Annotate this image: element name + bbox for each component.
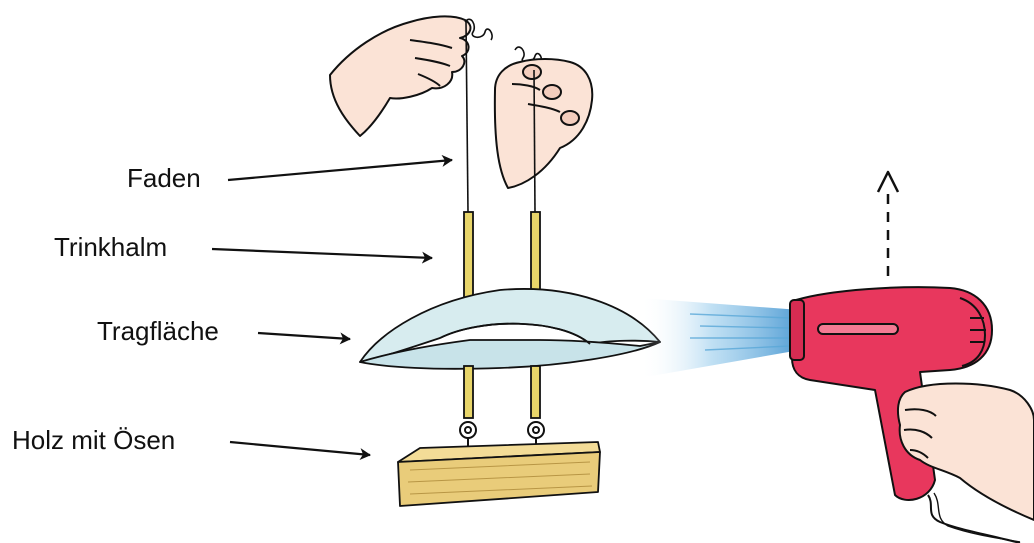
eyelets: [459, 421, 545, 452]
right-hand: [493, 58, 594, 189]
label-holz: Holz mit Ösen: [12, 425, 176, 455]
hair-dryer: [789, 286, 993, 501]
thread-right: [533, 69, 536, 213]
wing: [359, 288, 661, 370]
arrow-trinkhalm: [211, 247, 433, 264]
straw-left-lower: [463, 365, 474, 419]
air-stream: [640, 298, 800, 378]
pointer-arrows: [211, 154, 453, 461]
left-hand: [329, 15, 472, 137]
arrow-tragflaeche: [257, 331, 351, 345]
label-tragflaeche: Tragfläche: [97, 316, 219, 346]
lift-arrow: [876, 170, 900, 276]
label-faden: Faden: [127, 163, 201, 193]
straw-right-lower: [530, 365, 541, 419]
arrow-faden: [227, 154, 453, 182]
label-trinkhalm: Trinkhalm: [54, 232, 168, 262]
thread-curl-left: [464, 18, 493, 41]
wood-block: [397, 441, 601, 507]
dryer-cord: [927, 494, 1021, 543]
thread-left: [465, 21, 469, 213]
straw-left-upper: [463, 211, 474, 303]
arrow-holz: [229, 440, 371, 461]
dryer-hand: [896, 382, 1034, 521]
